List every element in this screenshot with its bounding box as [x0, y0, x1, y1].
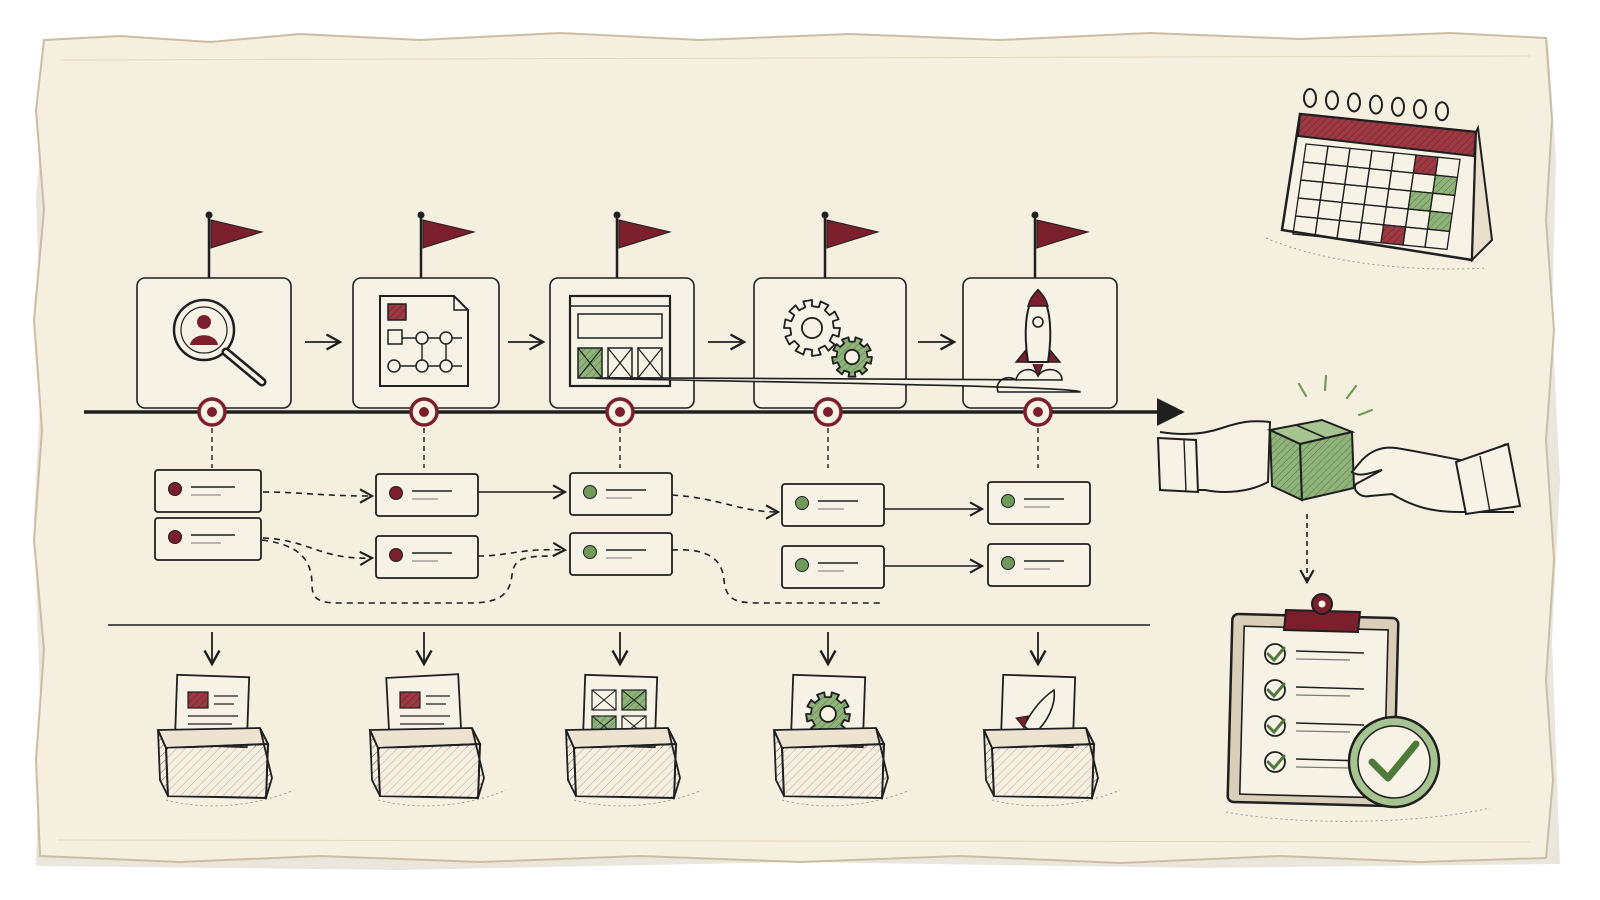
flowchart-document-icon: [379, 295, 469, 387]
milestone-flag-icon: [205, 211, 264, 278]
timeline-node: [813, 397, 843, 427]
stage-column-4: [753, 211, 911, 807]
flow-connector: [262, 537, 375, 567]
task-card: [569, 472, 673, 516]
timeline-node: [409, 397, 439, 427]
rocket-icon: [595, 288, 1081, 393]
timeline-node: [1023, 397, 1053, 427]
wireframe-icon: [568, 294, 672, 388]
task-card: [375, 473, 479, 517]
flow-connector: [671, 494, 781, 520]
task-card: [569, 532, 673, 576]
gears-icon: [783, 299, 873, 378]
task-card: [987, 481, 1091, 525]
search-user-icon: [172, 298, 267, 387]
calendar-icon: [1265, 88, 1494, 270]
stage-column-2: [352, 211, 507, 807]
stage-column-3: [549, 211, 703, 807]
milestone-flag-icon: [613, 211, 672, 278]
flow-connector: [262, 488, 375, 504]
checklist-clipboard-icon: [1225, 593, 1491, 822]
task-card: [375, 535, 479, 579]
sparkle-lines: [1297, 374, 1374, 417]
check-circle-icon: [1264, 643, 1286, 665]
timeline-node: [605, 397, 635, 427]
output-bin-icon: [368, 673, 507, 807]
package-handoff-icon: [1156, 374, 1522, 585]
task-card: [781, 545, 885, 589]
check-circle-icon: [1264, 715, 1286, 737]
output-bin-icon: [772, 673, 911, 807]
check-circle-icon: [1264, 679, 1286, 701]
milestone-flag-icon: [1031, 211, 1090, 278]
flow-connector: [261, 539, 553, 604]
stage-column-1: [136, 211, 295, 807]
milestone-flag-icon: [821, 211, 880, 278]
check-mark-icon: [1368, 740, 1420, 782]
check-circle-icon: [1264, 751, 1286, 773]
task-card: [154, 469, 262, 513]
timeline-node: [197, 397, 227, 427]
task-card: [154, 517, 262, 561]
task-flow-connectors: [261, 484, 985, 604]
stage-column-5: [595, 211, 1121, 807]
output-bin-icon: [156, 673, 295, 807]
torn-paper: [32, 31, 1556, 865]
flow-connector: [477, 541, 568, 558]
output-bin-icon: [564, 673, 703, 807]
task-card: [781, 483, 885, 527]
milestone-flag-icon: [417, 211, 476, 278]
output-bin-icon: [982, 673, 1121, 807]
task-card: [987, 543, 1091, 587]
flow-connector: [671, 549, 884, 604]
